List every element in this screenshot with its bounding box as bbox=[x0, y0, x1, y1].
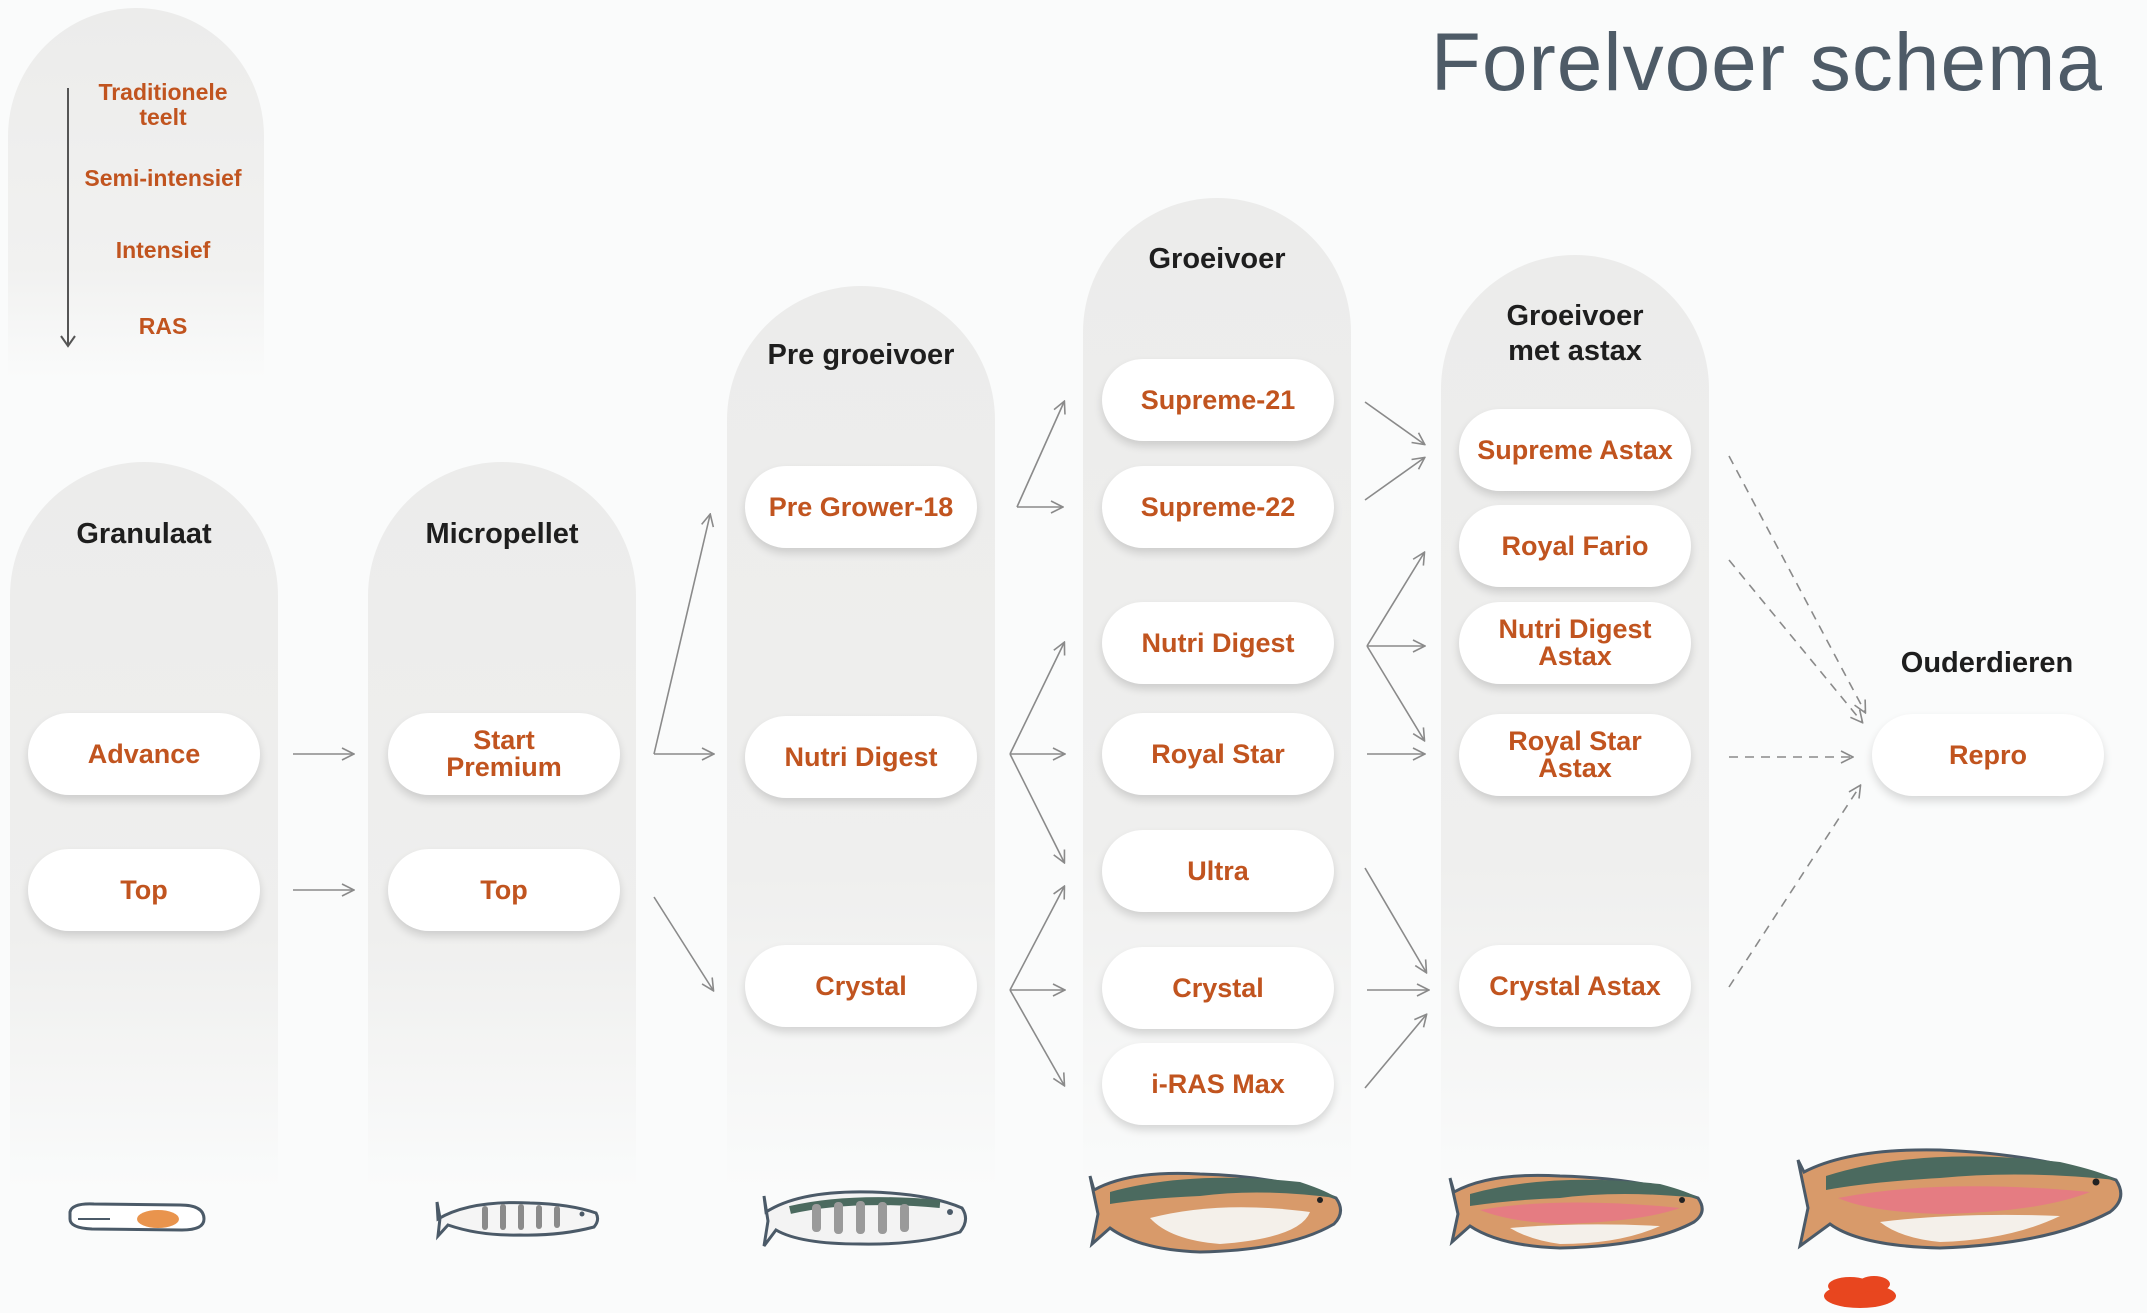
column-header: Pre groeivoer bbox=[767, 339, 955, 371]
pill-micropellet-start-premium[interactable]: Start Premium bbox=[388, 713, 620, 795]
legend-item-traditioneel: Traditionele teelt bbox=[98, 79, 228, 130]
pill-royal-star[interactable]: Royal Star bbox=[1102, 713, 1334, 795]
arrow-supreme22-astax bbox=[1364, 458, 1424, 501]
column-header: Groeivoer bbox=[1148, 243, 1286, 275]
legend-panel: Traditionele teelt Semi-intensief Intens… bbox=[8, 8, 264, 378]
page-title: Forelvoer schema bbox=[1430, 17, 2103, 108]
arrow-pregrower-supreme21 bbox=[1016, 402, 1064, 508]
column-header: Groeivoer met astax bbox=[1506, 300, 1644, 367]
pill-ultra[interactable]: Ultra bbox=[1102, 830, 1334, 912]
arrow-nutri-nutri bbox=[1009, 643, 1064, 755]
arrow-ultra-crystalastax bbox=[1364, 867, 1426, 972]
fry-fish-icon bbox=[435, 1201, 600, 1241]
arrow-iras-crystalastax bbox=[1364, 1015, 1426, 1089]
trout-astax-icon bbox=[1448, 1173, 1704, 1250]
pill-royal-star-astax[interactable]: Royal Star Astax bbox=[1459, 714, 1691, 796]
pill-supreme-astax[interactable]: Supreme Astax bbox=[1459, 409, 1691, 491]
column-header: Micropellet bbox=[425, 518, 579, 550]
dashed-arrow-fario-repro bbox=[1728, 559, 1862, 722]
pill-groei-nutri-digest[interactable]: Nutri Digest bbox=[1102, 602, 1334, 684]
pill-groei-crystal[interactable]: Crystal bbox=[1102, 947, 1334, 1029]
pill-granulaat-top[interactable]: Top bbox=[28, 849, 260, 931]
legend-item-semi-intensief: Semi-intensief bbox=[84, 165, 242, 191]
pill-pre-nutri-digest[interactable]: Nutri Digest bbox=[745, 716, 977, 798]
arrow-crystal-iras bbox=[1009, 989, 1064, 1085]
legend-item-ras: RAS bbox=[138, 313, 188, 339]
broodstock-trout-with-eggs-icon bbox=[1796, 1148, 2123, 1308]
column-granulaat: Granulaat bbox=[10, 462, 278, 1190]
pill-repro[interactable]: Repro bbox=[1872, 714, 2104, 796]
dashed-arrow-supreme-repro bbox=[1728, 455, 1865, 712]
pill-supreme-22[interactable]: Supreme-22 bbox=[1102, 466, 1334, 548]
dashed-arrow-crystal-repro bbox=[1728, 786, 1860, 988]
pill-i-ras-max[interactable]: i-RAS Max bbox=[1102, 1043, 1334, 1125]
column-header-ouderdieren: Ouderdieren bbox=[1900, 647, 2074, 679]
arrow-supreme21-astax bbox=[1364, 401, 1424, 444]
arrow-crystal-ultra bbox=[1009, 887, 1064, 991]
arrow-nutri-royalstarastax bbox=[1366, 645, 1424, 740]
fingerling-fish-icon bbox=[762, 1190, 967, 1247]
pill-pre-crystal[interactable]: Crystal bbox=[745, 945, 977, 1027]
legend-item-intensief: Intensief bbox=[115, 237, 211, 263]
legend-down-arrow-icon bbox=[60, 88, 76, 348]
pill-micropellet-top[interactable]: Top bbox=[388, 849, 620, 931]
pill-royal-fario[interactable]: Royal Fario bbox=[1459, 505, 1691, 587]
arrow-start-pregrower bbox=[653, 515, 710, 755]
pill-nutri-digest-astax[interactable]: Nutri Digest Astax bbox=[1459, 602, 1691, 684]
column-header: Granulaat bbox=[76, 518, 212, 550]
pill-crystal-astax[interactable]: Crystal Astax bbox=[1459, 945, 1691, 1027]
arrow-top-crystal bbox=[653, 896, 713, 990]
arrow-nutri-ultra bbox=[1009, 753, 1064, 862]
pill-granulaat-advance[interactable]: Advance bbox=[28, 713, 260, 795]
arrow-nutri-fario bbox=[1366, 553, 1424, 647]
column-micropellet: Micropellet bbox=[368, 462, 636, 1190]
egg-larva-icon bbox=[68, 1202, 206, 1232]
pill-pre-grower-18[interactable]: Pre Grower-18 bbox=[745, 466, 977, 548]
pill-supreme-21[interactable]: Supreme-21 bbox=[1102, 359, 1334, 441]
trout-icon bbox=[1088, 1171, 1342, 1254]
